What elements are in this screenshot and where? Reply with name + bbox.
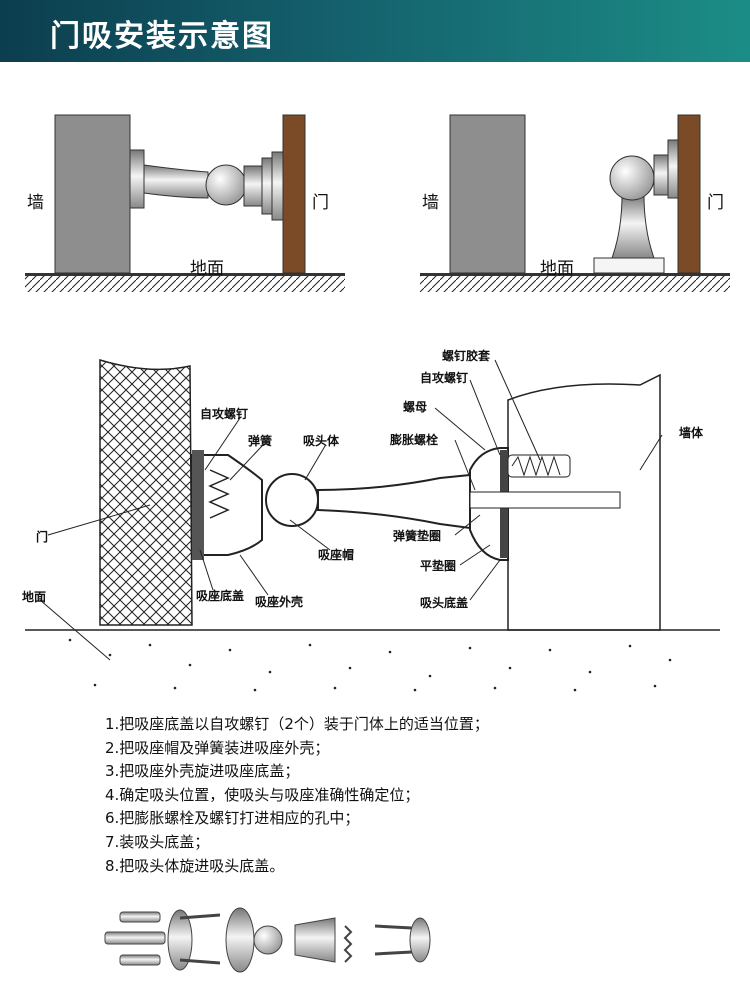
label-head-body: 吸头体: [303, 434, 340, 448]
wall-block: [54, 114, 131, 274]
label-door: 门: [36, 530, 49, 544]
door-label-left: 门: [312, 193, 329, 213]
head-stem: [317, 473, 471, 530]
stopper-body: [143, 164, 209, 199]
label-self-tapping-screw-right: 自攻螺钉: [420, 371, 469, 385]
header-banner: 门吸安装示意图: [0, 0, 750, 62]
label-flat-washer: 平垫圈: [420, 559, 457, 573]
label-spring: 弹簧: [248, 434, 273, 448]
label-expansion-bolt: 膨胀螺栓: [390, 433, 439, 447]
door-catch: [653, 154, 669, 196]
label-screw-sleeve: 螺钉胶套: [442, 349, 491, 363]
door-panel: [677, 114, 701, 274]
step-item: 2.把吸座帽及弹簧装进吸座外壳；: [105, 738, 330, 757]
wall-label-left: 墙: [27, 193, 44, 213]
stopper-ball: [609, 155, 655, 201]
label-seat-base-cover: 吸座底盖: [196, 589, 245, 603]
expansion-bolt: [469, 491, 621, 509]
label-seat-shell: 吸座外壳: [255, 595, 304, 609]
stopper-stem: [611, 194, 655, 259]
step-item: 4.确定吸头位置，使吸头与吸座准确性确定位；: [105, 785, 420, 804]
door-panel: [282, 114, 306, 274]
step-item: 1.把吸座底盖以自攻螺钉（2个）装于门体上的适当位置；: [105, 715, 489, 733]
scene-left: [25, 114, 345, 292]
parts-illustration: [104, 907, 431, 973]
label-self-tapping-screw-left: 自攻螺钉: [200, 407, 249, 421]
wall-label-right: 墙: [422, 193, 439, 213]
label-floor: 地面: [22, 590, 47, 604]
label-wall-body: 墙体: [679, 426, 704, 440]
floor-base: [593, 257, 665, 274]
cross-section-diagram: [25, 358, 720, 692]
label-nut: 螺母: [403, 400, 428, 414]
page-title: 门吸安装示意图: [50, 19, 274, 54]
seat-base-cover: [192, 450, 204, 560]
stopper-ball: [205, 164, 247, 206]
spring-coil: [208, 469, 230, 519]
label-seat-cap: 吸座帽: [318, 548, 355, 562]
door-label-right: 门: [707, 193, 724, 213]
step-item: 6.把膨胀螺栓及螺钉打进相应的孔中；: [105, 809, 360, 828]
floor-line: [25, 273, 345, 276]
floor-line: [420, 273, 730, 276]
wall-mount: [129, 149, 145, 209]
step-item: 3.把吸座外壳旋进吸座底盖；: [105, 762, 300, 781]
wall-block: [449, 114, 526, 274]
door-catch: [243, 165, 263, 207]
floor-label-left: 地面: [190, 259, 224, 279]
seat-shell: [191, 454, 263, 556]
label-head-base-cover: 吸头底盖: [420, 596, 469, 610]
scene-right: [420, 114, 730, 292]
head-ball: [265, 473, 319, 527]
installation-steps: 1.把吸座底盖以自攻螺钉（2个）装于门体上的适当位置； 2.把吸座帽及弹簧装进吸…: [105, 713, 665, 878]
step-item: 8.把吸头体旋进吸头底盖。: [105, 856, 285, 875]
label-spring-washer: 弹簧垫圈: [393, 529, 442, 543]
floor-label-right: 地面: [540, 259, 574, 279]
step-item: 7.装吸头底盖；: [105, 832, 210, 851]
door-section: [99, 358, 193, 626]
